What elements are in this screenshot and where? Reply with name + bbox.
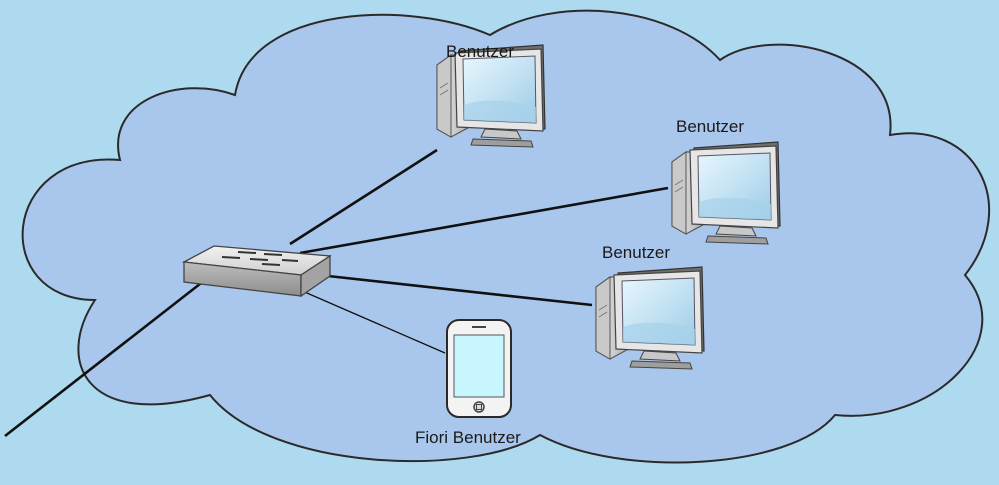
network-links	[4, 148, 669, 438]
network-cloud	[21, 9, 991, 464]
smartphone-icon	[446, 319, 512, 418]
link-user-3	[327, 274, 593, 307]
node-label-user-2: Benutzer	[676, 117, 745, 136]
link-fiori-user	[299, 289, 446, 354]
network-switch-icon	[181, 245, 332, 298]
link-user-2	[299, 186, 669, 255]
node-label-user-1: Benutzer	[446, 42, 515, 61]
node-label-fiori-user: Fiori Benutzer	[415, 428, 521, 447]
link-user-1	[289, 148, 438, 246]
uplink-line	[4, 278, 206, 438]
node-label-user-3: Benutzer	[602, 243, 671, 262]
